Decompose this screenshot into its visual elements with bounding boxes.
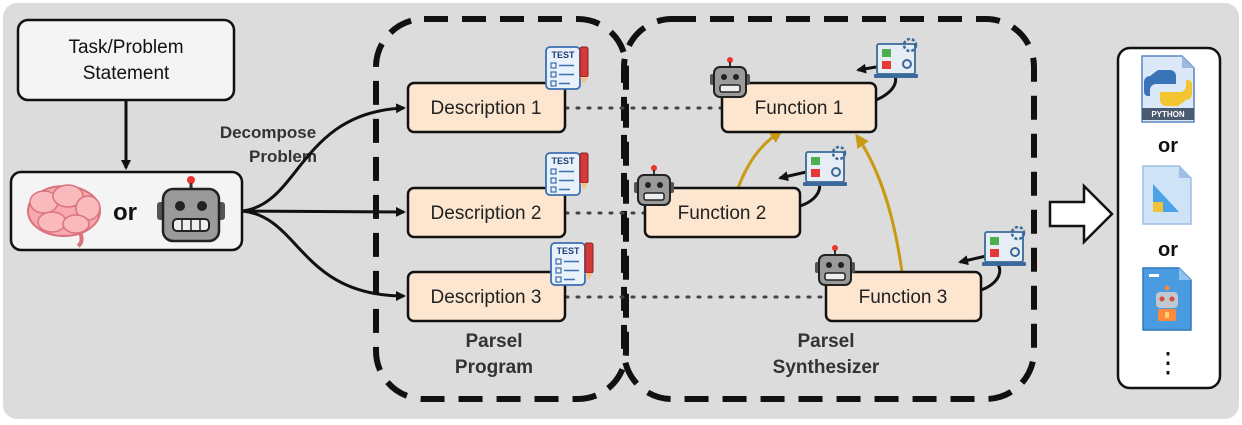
- decompose-arrow-2: [241, 206, 406, 217]
- function-box-2: Function 2: [643, 186, 802, 239]
- description-box-2: Description 2: [406, 186, 567, 239]
- function-label-2: Function 2: [678, 203, 767, 224]
- parsel-program-line1: Parsel: [465, 331, 522, 352]
- description-label-2: Description 2: [431, 203, 542, 224]
- test-doc-icon-2: TEST: [545, 152, 589, 196]
- test-debug-icon-1: [874, 37, 918, 78]
- test-badge-text-1: TEST: [551, 50, 575, 60]
- output-or-2: or: [1158, 239, 1178, 261]
- output-arrow-icon: [1048, 182, 1114, 246]
- robot-icon-function-3: [815, 245, 855, 286]
- decompose-arrow-3: [241, 209, 406, 301]
- decompose-label-line2: Problem: [249, 147, 317, 166]
- output-ellipsis: ⋮: [1154, 347, 1182, 378]
- description-box-3: Description 3: [406, 270, 567, 323]
- parsel-synthesizer-line1: Parsel: [797, 331, 854, 352]
- test-badge-text-3: TEST: [556, 246, 580, 256]
- test-doc-icon-3: TEST: [550, 242, 594, 286]
- parsel-program-line2: Program: [455, 357, 533, 378]
- agent-box: or: [9, 170, 244, 252]
- agent-or-label: or: [113, 199, 137, 226]
- task-statement-line1: Task/Problem: [68, 37, 183, 58]
- task-statement-line2: Statement: [83, 63, 170, 84]
- document-file-icon: [1142, 165, 1192, 225]
- task-statement-box: Task/Problem Statement: [16, 18, 236, 102]
- test-debug-icon-2: [803, 145, 847, 186]
- robot-icon-function-1: [710, 57, 750, 98]
- decompose-label-line1: Decompose: [220, 123, 316, 142]
- test-debug-icon-3: [982, 225, 1026, 266]
- function-box-1: Function 1: [720, 81, 878, 134]
- parsel-synthesizer-line2: Synthesizer: [773, 357, 880, 378]
- dependency-arrow-f3-to-f1: [855, 133, 904, 273]
- description-box-1: Description 1: [406, 81, 567, 134]
- brain-icon: [27, 184, 101, 248]
- description-label-1: Description 1: [431, 98, 542, 119]
- function-label-1: Function 1: [755, 98, 844, 119]
- robot-file-icon: [1142, 267, 1192, 331]
- decompose-arrow-1: [241, 103, 406, 213]
- python-file-icon: PYTHON: [1141, 55, 1195, 123]
- test-doc-icon-1: TEST: [545, 46, 589, 90]
- output-panel: PYTHON or or ⋮: [1116, 46, 1222, 390]
- function-label-3: Function 3: [859, 287, 948, 308]
- python-label: PYTHON: [1151, 110, 1185, 119]
- test-badge-text-2: TEST: [551, 156, 575, 166]
- output-or-1: or: [1158, 135, 1178, 157]
- function-box-3: Function 3: [824, 270, 983, 323]
- description-label-3: Description 3: [431, 287, 542, 308]
- robot-icon-large: [157, 176, 225, 243]
- parsel-program-region: [373, 16, 629, 402]
- robot-icon-function-2: [634, 165, 674, 206]
- parsel-synthesizer-region: [621, 16, 1037, 402]
- dependency-arrow-f2-to-f1: [736, 129, 784, 189]
